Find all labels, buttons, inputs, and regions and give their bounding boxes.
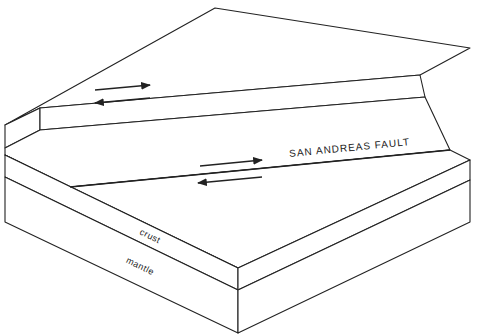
- motion-arrow: [198, 177, 262, 183]
- fault-line: [70, 150, 450, 187]
- mantle-right-face: [238, 180, 470, 333]
- motion-arrow: [200, 160, 262, 166]
- motion-arrow: [95, 98, 150, 103]
- mantle-front-face: [5, 177, 238, 333]
- motion-arrow: [95, 85, 150, 90]
